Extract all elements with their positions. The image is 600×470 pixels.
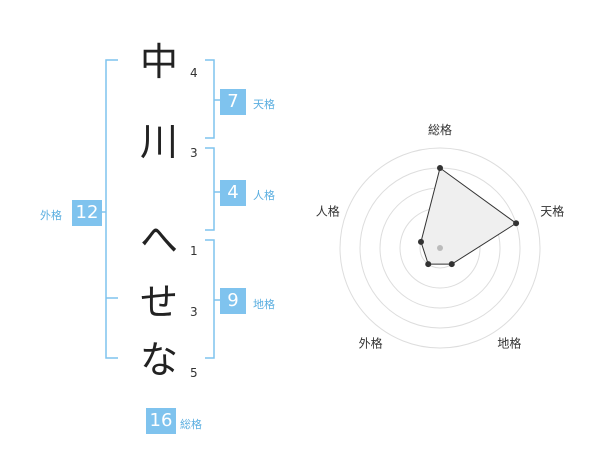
radar-center-dot	[437, 245, 443, 251]
ten-label: 天格	[253, 98, 275, 111]
name-char-5: な	[139, 338, 178, 382]
radar-points	[417, 165, 520, 268]
gai-bracket	[105, 59, 118, 359]
chi-value-badge: 9	[220, 288, 246, 314]
ten-value-badge: 7	[220, 89, 246, 115]
name-char-1-strokes: 4	[190, 66, 198, 80]
name-char-3-strokes: 1	[190, 244, 198, 258]
gai-value-badge: 12	[72, 200, 102, 226]
name-char-2-strokes: 3	[190, 146, 198, 160]
name-char-1: 中	[139, 40, 178, 84]
name-char-5-strokes: 5	[190, 366, 198, 380]
radar-point-1	[437, 165, 443, 171]
jin-value-badge: 4	[220, 180, 246, 206]
radar-point-5	[417, 238, 424, 245]
chi-bracket	[205, 239, 215, 359]
name-char-4: せ	[139, 280, 178, 324]
name-char-3: へ	[139, 218, 178, 262]
total-label: 総格	[180, 418, 202, 431]
radar-label-5: 人格	[316, 204, 340, 219]
jin-label: 人格	[253, 189, 275, 202]
chi-label: 地格	[253, 298, 275, 311]
radar-area	[420, 167, 517, 265]
radar-ring-5	[339, 147, 541, 349]
name-char-4-strokes: 3	[190, 305, 198, 319]
radar-point-3	[448, 261, 455, 268]
radar-label-4: 外格	[359, 335, 383, 350]
name-char-2: 川	[139, 120, 178, 164]
radar-label-2: 天格	[540, 204, 564, 219]
radar-label-3: 地格	[497, 335, 521, 350]
ten-bracket	[205, 59, 215, 139]
total-value-badge: 16	[146, 408, 176, 434]
jin-bracket	[205, 147, 215, 231]
radar-label-1: 総格	[428, 122, 452, 137]
gai-label: 外格	[40, 209, 62, 222]
radar-point-2	[513, 220, 520, 227]
radar-point-4	[425, 261, 432, 268]
